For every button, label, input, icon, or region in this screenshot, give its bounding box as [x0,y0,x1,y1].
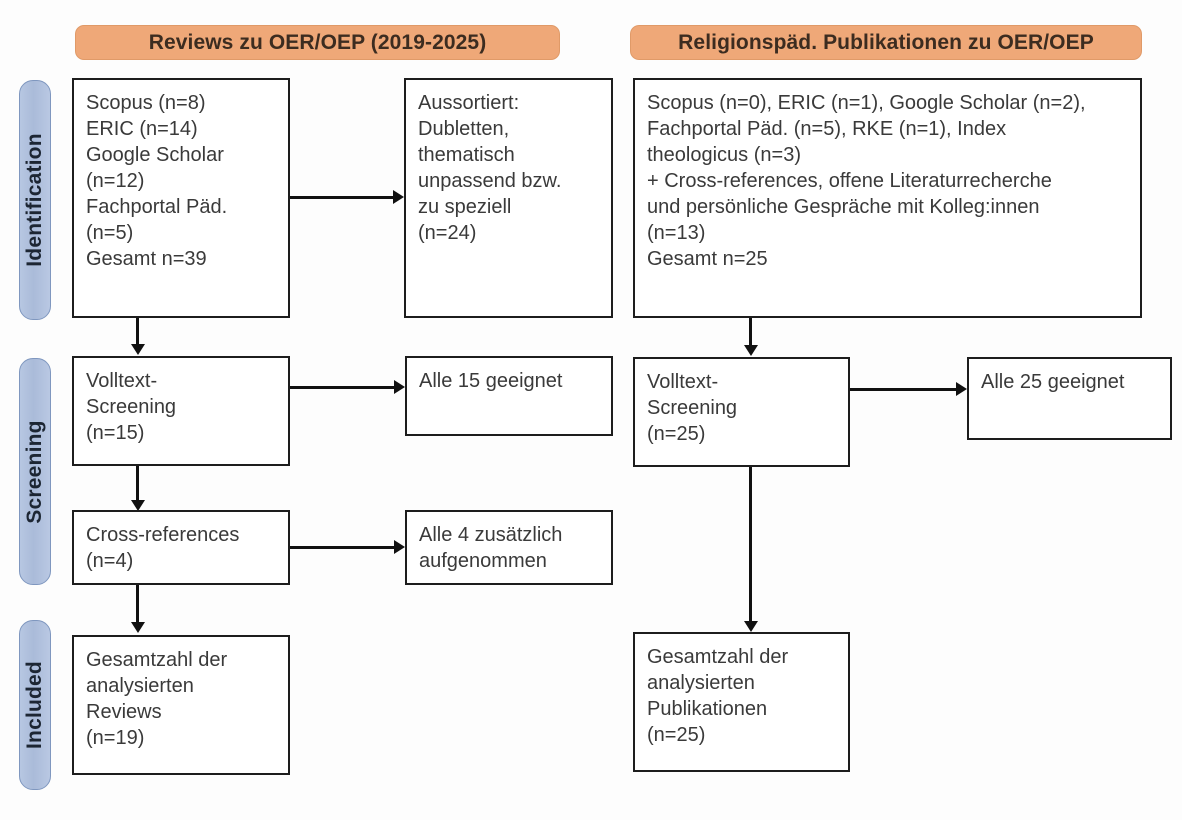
box-line: Screening [86,396,177,418]
arrowhead-right-identification-to-screening [744,345,758,356]
connector-left-crossrefs-to-result [290,546,395,549]
box-line: Gesamt n=39 [86,248,207,270]
arrowhead-right-screening-to-included [744,621,758,632]
box-line: (n=25) [647,724,706,746]
connector-right-screening-to-included [749,467,752,623]
box-line: Dubletten, [418,118,510,140]
box-line: + Cross-references, offene Literaturrech… [647,170,1052,192]
box-line: Reviews [86,701,162,723]
box-line: analysierten [86,675,194,697]
box-line: Aussortiert: [418,92,520,114]
box-left-crossrefs-result: Alle 4 zusätzlich aufgenommen [405,510,613,585]
connector-right-screening-to-result [850,388,957,391]
box-line: ERIC (n=14) [86,118,198,140]
box-line: Fachportal Päd. [86,196,228,218]
box-line: und persönliche Gespräche mit Kolleg:inn… [647,196,1040,218]
box-line: Gesamt n=25 [647,248,768,270]
arrowhead-left-screening-to-result [394,380,405,394]
box-line: zu speziell [418,196,512,218]
column-header-reviews-label: Reviews zu OER/OEP (2019-2025) [148,30,487,54]
arrowhead-left-crossrefs-to-result [394,540,405,554]
phase-label-identification: Identification [23,133,46,267]
phase-bar-identification: Identification [19,80,51,320]
box-line: theologicus (n=3) [647,144,801,166]
box-line: (n=4) [86,550,134,572]
box-line: Volltext- [647,371,719,393]
box-right-identification-sources: Scopus (n=0), ERIC (n=1), Google Scholar… [633,78,1142,318]
box-line: aufgenommen [419,550,547,572]
box-line: Gesamtzahl der [86,649,228,671]
box-line: Cross-references [86,524,240,546]
box-line: (n=5) [86,222,134,244]
box-line: Screening [647,397,738,419]
arrowhead-left-crossrefs-to-included [131,622,145,633]
box-line: (n=25) [647,423,706,445]
arrowhead-left-screening-to-crossrefs [131,500,145,511]
box-line: Alle 15 geeignet [419,370,563,392]
box-line: (n=15) [86,422,145,444]
box-line: Fachportal Päd. (n=5), RKE (n=1), Index [647,118,1007,140]
box-left-volltext-screening: Volltext- Screening (n=15) [72,356,290,466]
box-line: Alle 4 zusätzlich [419,524,563,546]
box-line: thematisch [418,144,515,166]
box-line: Scopus (n=0), ERIC (n=1), Google Scholar… [647,92,1086,114]
box-left-included-total: Gesamtzahl der analysierten Reviews (n=1… [72,635,290,775]
box-line: (n=13) [647,222,706,244]
arrowhead-left-identification-to-excluded [393,190,404,204]
phase-bar-included: Included [19,620,51,790]
box-line: (n=19) [86,727,145,749]
box-line: (n=24) [418,222,477,244]
box-line: Publikationen [647,698,768,720]
box-right-included-total: Gesamtzahl der analysierten Publikatione… [633,632,850,772]
connector-left-screening-to-result [290,386,395,389]
phase-label-screening: Screening [23,419,46,524]
box-line: Scopus (n=8) [86,92,206,114]
connector-left-identification-to-screening [136,318,139,345]
box-left-excluded: Aussortiert: Dubletten, thematisch unpas… [404,78,613,318]
box-line: Gesamtzahl der [647,646,789,668]
box-line: (n=12) [86,170,145,192]
connector-right-identification-to-screening [749,318,752,346]
box-line: unpassend bzw. [418,170,562,192]
arrowhead-right-screening-to-result [956,382,967,396]
box-line: analysierten [647,672,755,694]
phase-bar-screening: Screening [19,358,51,585]
arrowhead-left-identification-to-screening [131,344,145,355]
phase-label-included: Included [23,661,46,749]
box-left-screening-result: Alle 15 geeignet [405,356,613,436]
box-left-crossreferences: Cross-references (n=4) [72,510,290,585]
box-line: Google Scholar [86,144,224,166]
column-header-publikationen: Religionspäd. Publikationen zu OER/OEP [630,25,1142,60]
column-header-reviews: Reviews zu OER/OEP (2019-2025) [75,25,560,60]
connector-left-identification-to-excluded [290,196,394,199]
connector-left-crossrefs-to-included [136,585,139,623]
box-right-volltext-screening: Volltext- Screening (n=25) [633,357,850,467]
column-header-publikationen-label: Religionspäd. Publikationen zu OER/OEP [678,30,1094,54]
box-line: Volltext- [86,370,158,392]
box-line: Alle 25 geeignet [981,371,1125,393]
box-right-screening-result: Alle 25 geeignet [967,357,1172,440]
connector-left-screening-to-crossrefs [136,466,139,502]
box-left-identification-sources: Scopus (n=8) ERIC (n=14) Google Scholar … [72,78,290,318]
